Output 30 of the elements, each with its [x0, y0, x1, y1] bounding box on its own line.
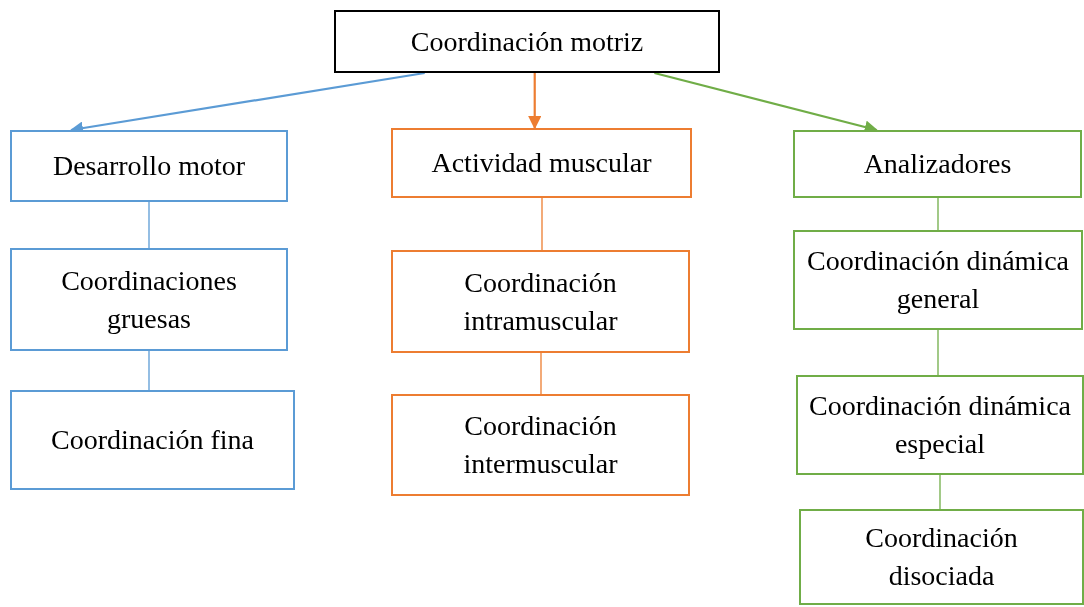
concept-box	[391, 394, 690, 496]
concept-label: Analizadores	[863, 147, 1012, 182]
connector-line	[939, 474, 941, 510]
connector-line	[937, 329, 939, 376]
concept-label: Desarrollo motor	[52, 149, 246, 184]
concept-label: Coordinación intermuscular	[462, 409, 619, 481]
connector-line	[148, 350, 150, 391]
concept-label: Coordinación dinámica general	[805, 244, 1070, 316]
concept-box	[391, 250, 690, 353]
concept-box	[796, 375, 1084, 475]
concept-box	[793, 230, 1083, 330]
concept-label: Coordinación intramuscular	[462, 265, 619, 338]
concept-box	[334, 10, 720, 73]
concept-label: Coordinación dinámica especial	[808, 389, 1072, 461]
connector-line	[540, 352, 542, 395]
concept-box	[10, 248, 288, 351]
concept-box	[10, 390, 295, 490]
connector-line	[541, 197, 543, 251]
connector-line	[937, 197, 939, 231]
concept-label: Coordinación motriz	[410, 24, 644, 59]
concept-label: Coordinación fina	[51, 423, 254, 458]
connector-line	[148, 201, 150, 249]
concept-label: Coordinación disociada	[864, 521, 1019, 593]
concept-label: Actividad muscular	[431, 146, 652, 181]
concept-label: Coordinaciones gruesas	[60, 263, 238, 336]
concept-box	[10, 130, 288, 202]
concept-box	[799, 509, 1084, 605]
arrow	[528, 73, 542, 130]
concept-box	[793, 130, 1082, 198]
concept-box	[391, 128, 692, 198]
